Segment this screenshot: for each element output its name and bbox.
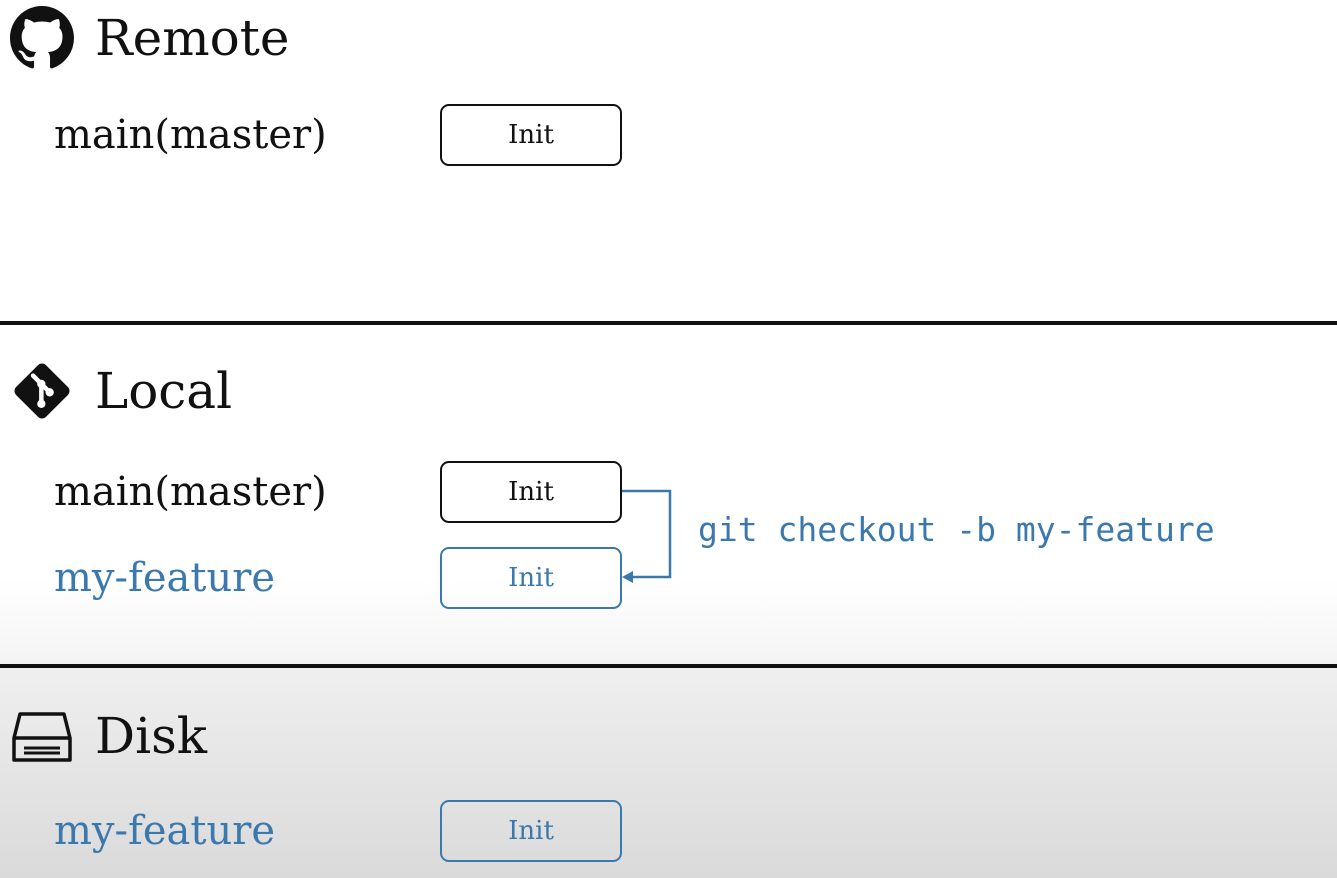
local-branch-main-label: main(master)	[54, 469, 327, 515]
remote-title: Remote	[95, 9, 290, 67]
remote-section: Remote main(master) Init	[0, 0, 1337, 321]
section-divider-local-disk	[0, 664, 1337, 668]
git-icon	[14, 363, 70, 419]
local-main-commit-init[interactable]: Init	[440, 461, 622, 523]
local-branch-my-feature-label: my-feature	[54, 555, 275, 601]
remote-main-commit-init[interactable]: Init	[440, 104, 622, 166]
github-icon	[10, 6, 74, 69]
disk-title: Disk	[95, 707, 208, 765]
git-checkout-command: git checkout -b my-feature	[698, 510, 1215, 549]
disk-branch-my-feature-label: my-feature	[54, 808, 275, 854]
local-title: Local	[95, 362, 233, 420]
disk-section: Disk my-feature Init	[0, 668, 1337, 878]
disk-my-feature-commit-init[interactable]: Init	[440, 800, 622, 862]
local-my-feature-commit-init[interactable]: Init	[440, 547, 622, 609]
hard-drive-icon	[12, 712, 72, 762]
local-section: Local main(master) Init my-feature Init	[0, 325, 1337, 664]
checkout-arrow	[622, 489, 672, 583]
section-divider-remote-local	[0, 321, 1337, 325]
remote-branch-main-label: main(master)	[54, 112, 327, 158]
